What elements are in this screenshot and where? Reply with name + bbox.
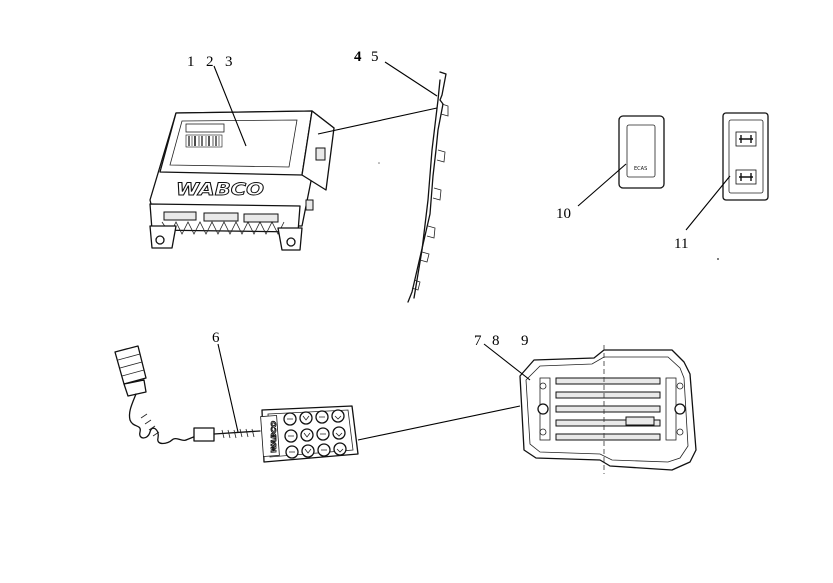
callout-numbers: 1 2 3 4 5 6 7 8 9 10 11 <box>187 49 688 349</box>
mounting-plate <box>519 345 697 474</box>
rocker-switch-lower-icon <box>735 169 757 185</box>
plate-ribs <box>539 377 677 441</box>
scan-speck <box>378 162 380 164</box>
ecu-brand-label: WABCO <box>176 180 264 200</box>
callout-10: 10 <box>556 206 571 222</box>
rocker-switch-upper-icon <box>735 131 757 147</box>
leader-line-4-5 <box>384 61 438 97</box>
remote-control: WABCO <box>114 345 359 463</box>
callout-4: 4 <box>354 49 362 65</box>
barcode <box>185 134 223 148</box>
callout-11: 11 <box>674 236 688 252</box>
leader-line-6 <box>217 343 239 433</box>
callout-3: 3 <box>225 54 233 70</box>
callout-2: 2 <box>206 54 214 70</box>
leader-line-1-3 <box>213 65 247 147</box>
leader-line-11 <box>685 175 731 231</box>
remote-keypad <box>283 409 347 459</box>
callout-8: 8 <box>492 333 500 349</box>
ecas-switch: ECAS <box>618 115 665 189</box>
remote-brand-label: WABCO <box>270 421 278 453</box>
ecu-connector-pins <box>161 211 285 235</box>
callout-6: 6 <box>212 330 220 346</box>
leader-line-10 <box>577 163 627 207</box>
callout-9: 9 <box>521 333 529 349</box>
scan-speck <box>717 258 719 260</box>
callout-5: 5 <box>371 49 379 65</box>
callout-1: 1 <box>187 54 195 70</box>
callout-7: 7 <box>474 333 482 349</box>
ecas-switch-label: ECAS <box>634 166 647 172</box>
leader-lines <box>213 61 731 441</box>
remote-plug-connector <box>114 345 147 397</box>
rocker-switch <box>722 112 769 201</box>
leader-line-7-9 <box>483 343 531 381</box>
leader-line-remote-plate <box>357 405 521 441</box>
mounting-bracket <box>407 71 449 303</box>
leader-line-bracket-ecu <box>317 107 438 135</box>
ecu-control-unit: WABCO <box>149 110 335 251</box>
